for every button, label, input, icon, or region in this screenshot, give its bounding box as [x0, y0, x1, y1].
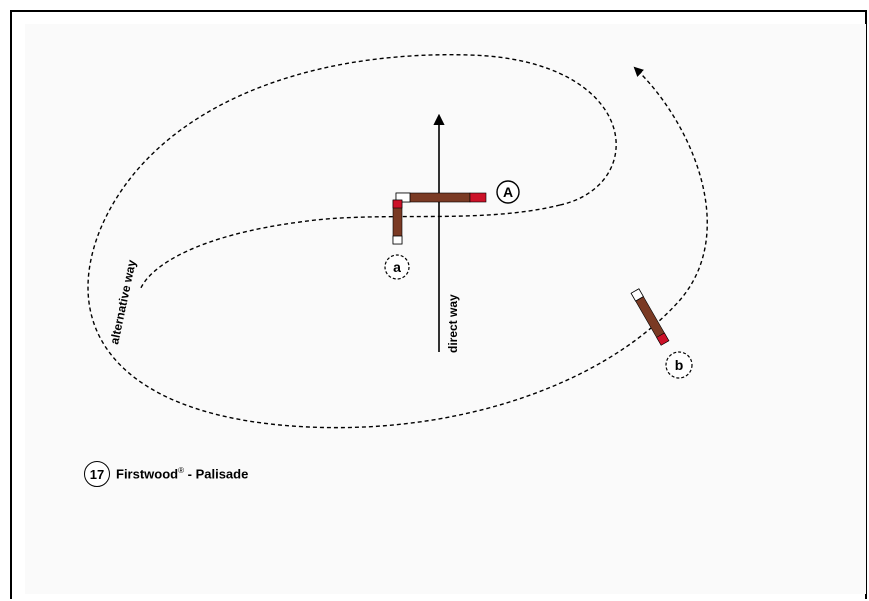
- alternative-way-inner-curve: [139, 204, 561, 291]
- alternative-way-route: [87, 54, 708, 429]
- obstacle-a-pole: [392, 199, 403, 245]
- obstacle-A-pole: [395, 192, 487, 203]
- svg-text:b: b: [675, 357, 684, 373]
- pole-end-white: [392, 235, 403, 245]
- pole-end-red: [469, 192, 487, 203]
- alternative-way-label: alternative way: [107, 258, 139, 345]
- svg-text:A: A: [503, 184, 513, 200]
- obstacle-subtitle: - Palisade: [187, 466, 249, 482]
- pole-end-red: [656, 332, 670, 346]
- obstacle-b-pole: [630, 288, 670, 346]
- obstacle-a-label: a: [384, 254, 410, 280]
- obstacle-b-label: b: [665, 351, 693, 379]
- pole-end-white: [630, 288, 644, 302]
- svg-text:a: a: [393, 259, 401, 275]
- diagram-canvas: [25, 24, 866, 594]
- course-caption: 17 Firstwood® - Palisade: [84, 461, 248, 487]
- pole-end-white: [395, 192, 411, 203]
- registered-mark: ®: [178, 466, 185, 476]
- obstacle-A-label: A: [496, 180, 520, 204]
- direct-way-label: direct way: [446, 294, 460, 353]
- pole-end-red: [392, 199, 403, 209]
- obstacle-title: Firstwood® - Palisade: [116, 466, 248, 481]
- obstacle-name: Firstwood: [116, 466, 179, 482]
- obstacle-number-badge: 17: [84, 461, 110, 487]
- diagram-frame: [10, 10, 867, 599]
